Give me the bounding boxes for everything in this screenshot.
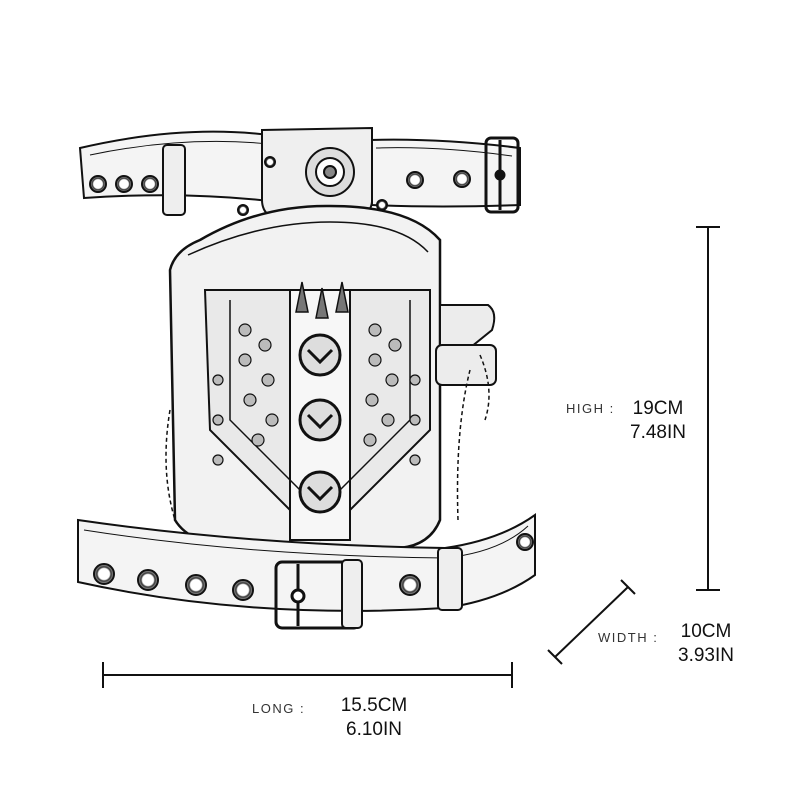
high-in: 7.48IN	[630, 422, 686, 443]
upper-belt-buckle	[484, 136, 520, 214]
emblem-marks	[306, 348, 334, 502]
width-label: WIDTH :	[598, 630, 659, 645]
spikes	[295, 281, 349, 319]
long-in: 6.10IN	[346, 719, 402, 740]
emblem-rivets	[298, 333, 342, 514]
lower-belt-buckle	[274, 547, 463, 630]
high-label: HIGH :	[566, 401, 615, 416]
back-flap	[237, 126, 388, 223]
long-label: LONG :	[252, 701, 306, 716]
width-dimension-line	[547, 579, 636, 665]
high-cm: 19CM	[632, 398, 684, 419]
width-in: 3.93IN	[678, 645, 734, 666]
long-dimension-line	[102, 662, 513, 688]
upper-belt-loop	[162, 144, 186, 216]
upper-belt	[78, 130, 521, 208]
studs	[212, 323, 421, 466]
side-pocket	[435, 304, 497, 386]
high-dimension-line	[696, 226, 720, 591]
width-cm: 10CM	[680, 621, 732, 642]
long-cm: 15.5CM	[340, 695, 408, 716]
chains	[165, 354, 490, 521]
lower-belt-grommets	[93, 533, 534, 601]
upper-belt-grommets	[89, 170, 471, 193]
